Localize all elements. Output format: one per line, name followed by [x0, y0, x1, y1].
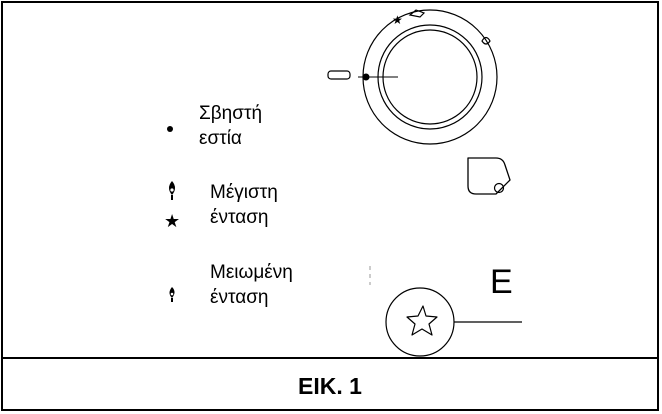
- small-flame-icon: [169, 287, 175, 302]
- diagram-drawing: ★ ★: [164, 9, 522, 357]
- figure-caption: EIK. 1: [298, 372, 362, 399]
- legend-max-line1: Μέγιστη: [210, 182, 278, 203]
- svg-text:★: ★: [164, 211, 180, 231]
- legend-reduced-label: Μειωμένη ένταση: [210, 260, 293, 310]
- caption-divider: [3, 357, 657, 359]
- legend-max-line2: ένταση: [210, 207, 269, 228]
- flame-star-icon: ★: [164, 181, 180, 231]
- ignition-letter: E: [490, 263, 513, 301]
- spark-star-icon: [385, 287, 522, 357]
- legend-reduced-line1: Μειωμένη: [210, 262, 293, 283]
- rounded-indicator-icon: [467, 157, 511, 195]
- legend-max-label: Μέγιστη ένταση: [210, 180, 278, 230]
- control-knob-icon: ★: [327, 9, 498, 145]
- legend-off-line1: Σβηστή: [199, 103, 263, 124]
- svg-text:★: ★: [392, 13, 403, 27]
- dot-icon: [167, 126, 173, 132]
- legend-reduced-line2: ένταση: [210, 287, 269, 308]
- legend-off-line2: εστία: [199, 128, 242, 149]
- legend-off-label: Σβηστή εστία: [199, 101, 262, 151]
